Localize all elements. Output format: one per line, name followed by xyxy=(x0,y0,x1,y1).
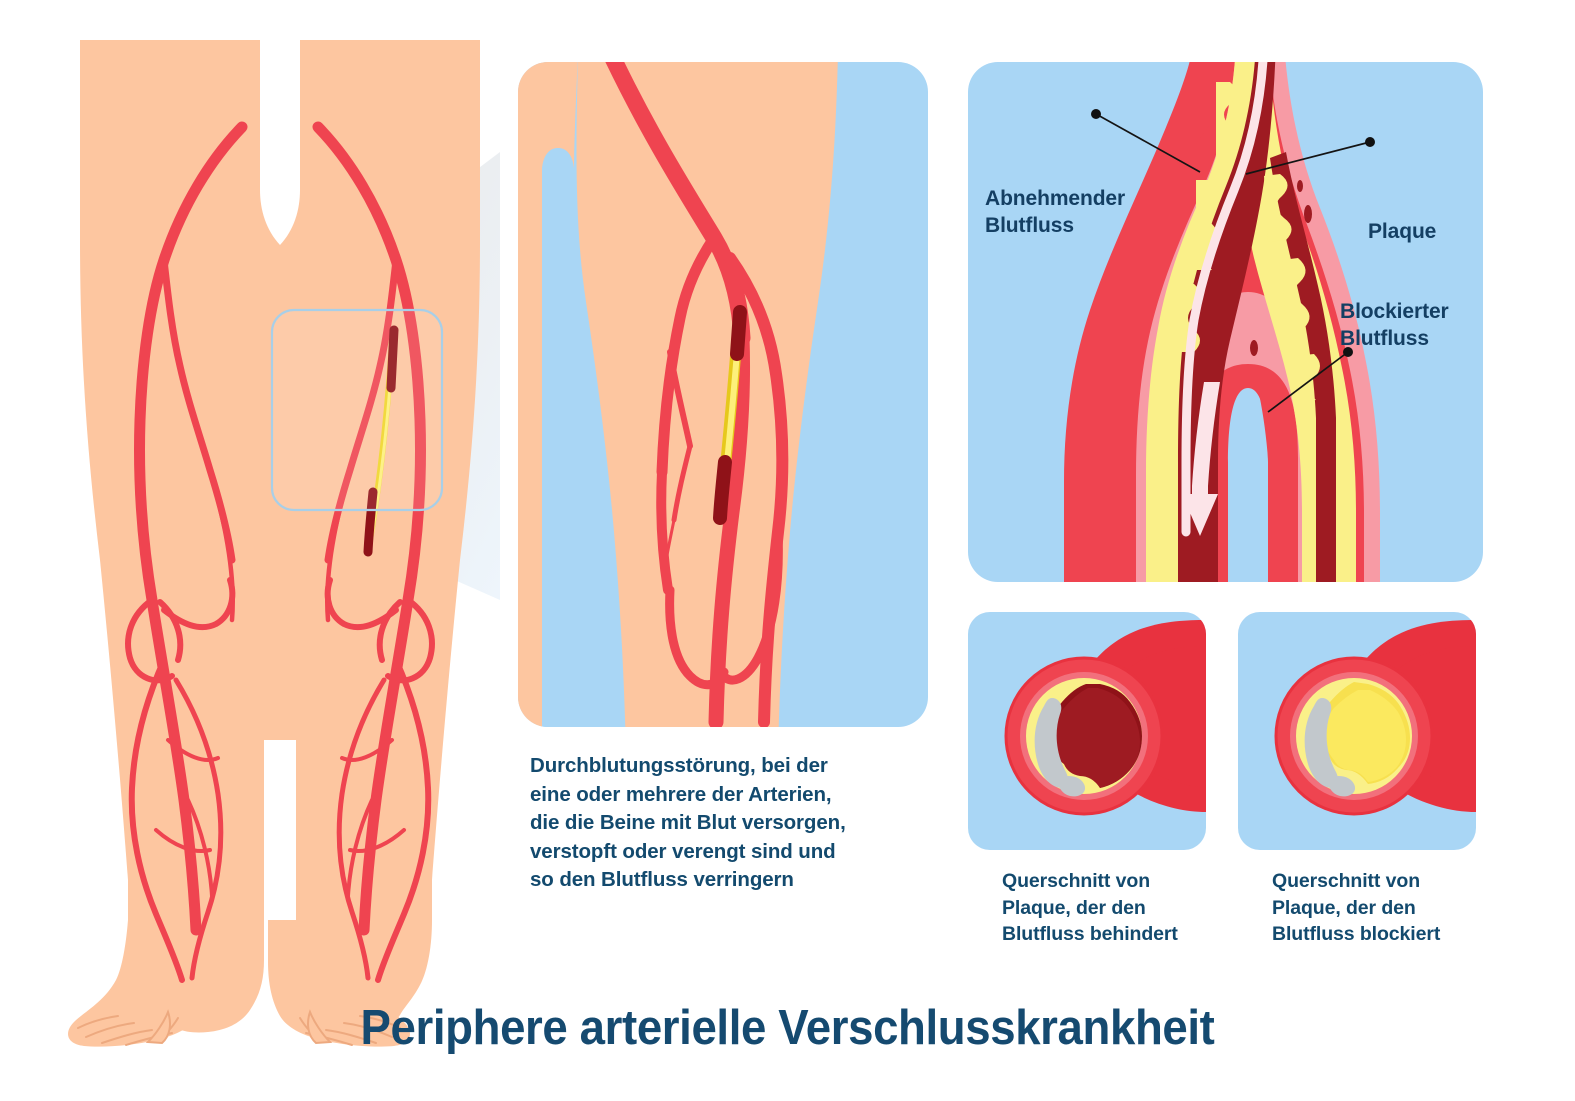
label-line: Blutfluss xyxy=(985,214,1074,237)
zoom-diseased-segment xyxy=(713,305,747,525)
caption-line: eine oder mehrere der Arterien, xyxy=(530,782,832,806)
artery-vessel-graphic xyxy=(1064,62,1380,582)
label-blocked-blood-flow: Blockierter Blutfluss xyxy=(1340,298,1449,352)
caption-line: Durchblutungsstörung, bei der xyxy=(530,754,828,777)
label-plaque: Plaque xyxy=(1368,218,1436,245)
cross-section-blocked-panel[interactable] xyxy=(1238,612,1476,850)
label-line: Plaque xyxy=(1368,220,1437,243)
legs-illustration xyxy=(68,40,500,1047)
leg-zoom-panel[interactable] xyxy=(518,62,928,727)
zoom-arteries xyxy=(601,62,789,727)
caption-line: die die Beine mit Blut versorgen, xyxy=(530,811,846,835)
label-line: Blockierter xyxy=(1340,300,1449,323)
caption-line: verstopft oder verengt sind und xyxy=(530,839,836,863)
caption-line: Blutfluss behindert xyxy=(1002,923,1178,945)
caption-line: Querschnitt von xyxy=(1002,870,1151,892)
caption-line: Blutfluss blockiert xyxy=(1272,923,1441,945)
artery-detail-panel[interactable] xyxy=(968,62,1483,582)
label-line: Abnehmender xyxy=(985,187,1126,210)
page-title: Periphere arterielle Verschlusskrankheit xyxy=(360,1001,1215,1055)
label-decreasing-blood-flow: Abnehmender Blutfluss xyxy=(985,185,1125,239)
highlight-box-icon[interactable] xyxy=(270,308,444,512)
cross-section-partial-panel[interactable] xyxy=(968,612,1206,850)
caption-line: Plaque, der den xyxy=(1002,896,1146,919)
leader-lines xyxy=(1095,113,1371,413)
caption-line: Plaque, der den xyxy=(1272,896,1416,919)
zoom-panel-caption: Durchblutungsstörung, bei der eine oder … xyxy=(530,752,930,895)
caption-line: Querschnitt von xyxy=(1272,870,1421,892)
leg-arteries xyxy=(125,121,435,983)
label-line: Blutfluss xyxy=(1340,327,1429,350)
caption-line: so den Blutfluss verringern xyxy=(530,868,794,892)
cross-section-caption-blocked: Querschnitt von Plaque, der den Blutflus… xyxy=(1272,868,1502,948)
diseased-artery-segment xyxy=(363,325,399,557)
blood-flow-arrow-icon xyxy=(1182,382,1220,536)
cross-section-caption-partial: Querschnitt von Plaque, der den Blutflus… xyxy=(1002,868,1232,948)
leader-dot-icon xyxy=(1091,109,1375,357)
